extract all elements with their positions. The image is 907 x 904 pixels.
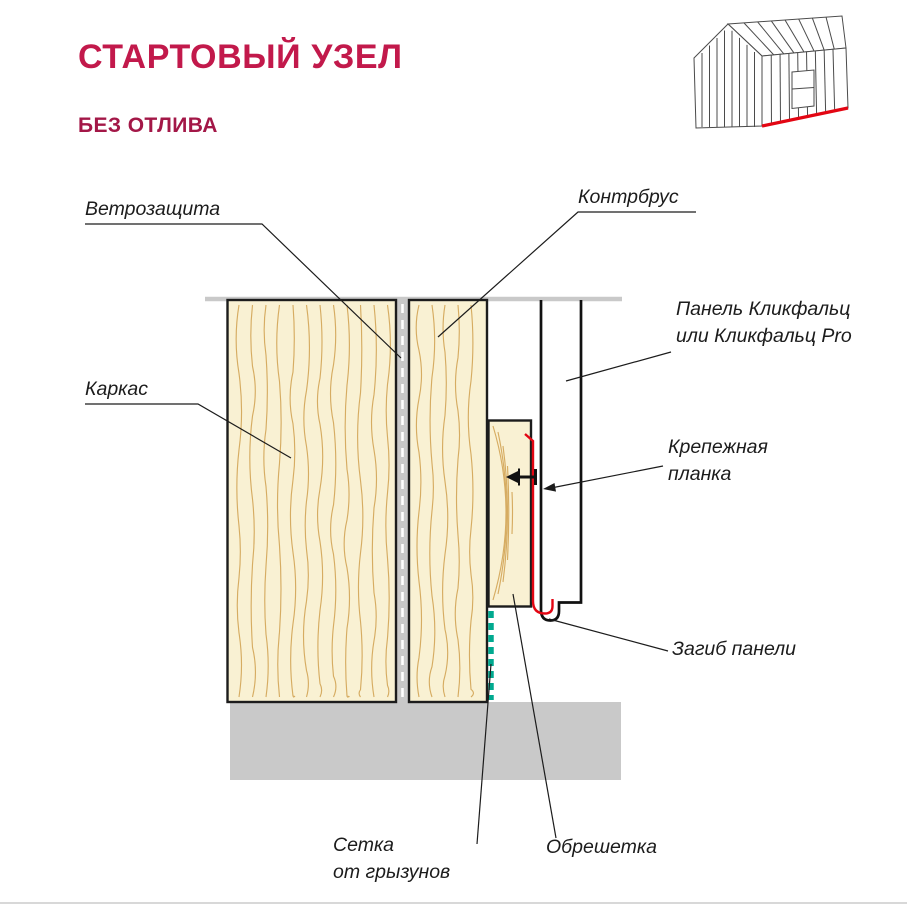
wood-grain-line — [235, 304, 243, 698]
wood-grain-line — [454, 304, 461, 698]
fastening-strip — [524, 433, 554, 615]
page-edge-line — [0, 902, 907, 904]
label-panel-bend: Загиб панели — [672, 638, 797, 660]
label-counter-batten: Контрбрус — [578, 186, 679, 208]
foundation-block — [230, 702, 621, 780]
label-fastening-strip: Крепежная планка — [668, 436, 768, 485]
wood-grain-line — [263, 304, 269, 698]
house-siding-line — [825, 16, 835, 50]
leader-panel — [565, 351, 672, 382]
house-siding-line — [784, 19, 805, 53]
house-gable-face — [693, 23, 763, 129]
house-siding-line — [788, 53, 791, 121]
leader-fastening-strip — [550, 465, 664, 489]
wood-grain-line — [415, 304, 423, 698]
house-siding-line — [798, 18, 815, 52]
lathing-block — [487, 419, 533, 608]
screw-tip — [506, 470, 519, 484]
label-windbreak: Ветрозащита — [85, 198, 221, 220]
house-siding-line — [770, 20, 795, 54]
wood-grain-line — [442, 304, 449, 698]
label-rodent-mesh: Сетка от грызунов — [333, 834, 451, 883]
wood-grain-line — [357, 304, 364, 698]
klickfalz-panel — [539, 300, 583, 622]
house-siding-line — [814, 50, 818, 115]
page-subtitle: БЕЗ ОТЛИВА — [78, 114, 218, 137]
wood-grain-line — [428, 304, 436, 698]
frame-wood-grain — [235, 304, 391, 698]
screw-fastener — [506, 468, 537, 486]
wood-grain-line — [343, 304, 351, 698]
house-siding-line — [811, 17, 825, 51]
house-red-base-edge — [761, 106, 849, 128]
counter-batten-panel — [407, 298, 489, 704]
leader-frame — [85, 403, 292, 459]
wood-grain-line — [302, 304, 311, 698]
leader-windbreak — [85, 223, 402, 359]
house-siding-line — [743, 22, 775, 56]
counter-batten-wood-grain — [415, 304, 475, 698]
leader-panel-bend — [548, 618, 669, 652]
house-siding-line — [757, 21, 785, 55]
leader-lines — [85, 211, 696, 845]
leader-rodent-mesh — [476, 663, 492, 845]
leader-counter-batten — [437, 211, 696, 338]
leader-arrowhead-icon — [543, 483, 556, 492]
house-siding-line — [823, 50, 827, 113]
wood-grain-line — [385, 304, 391, 698]
wood-grain-line — [316, 304, 324, 698]
label-frame: Каркас — [85, 378, 148, 400]
wood-grain-line — [370, 304, 378, 698]
house-door — [791, 69, 815, 110]
house-siding-line — [832, 49, 836, 111]
wood-grain-line — [276, 304, 282, 698]
house-icon — [693, 15, 849, 129]
label-panel: Панель Кликфальц или Кликфальц Pro — [676, 298, 852, 347]
lathing-wood-grain — [492, 425, 514, 601]
wood-grain-line — [329, 304, 337, 698]
leader-lathing — [512, 593, 557, 839]
page-title: СТАРТОВЫЙ УЗЕЛ — [78, 38, 403, 76]
wood-grain-line — [249, 304, 257, 698]
frame-panel — [226, 298, 398, 704]
wood-grain-line — [467, 304, 475, 698]
wood-grain-line — [289, 304, 297, 698]
label-lathing: Обрешетка — [546, 836, 657, 858]
house-door-midline — [791, 87, 815, 90]
